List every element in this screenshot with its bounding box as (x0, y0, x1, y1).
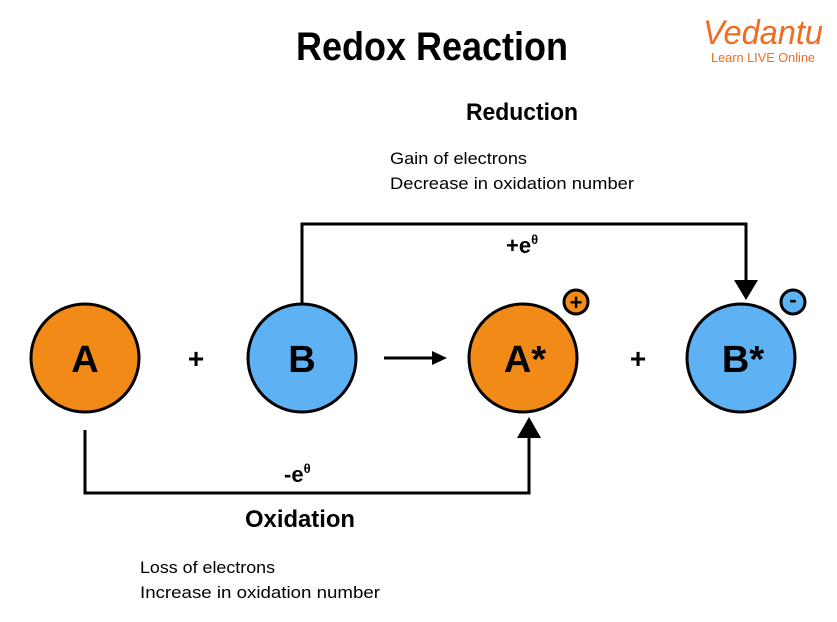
svg-text:B: B (288, 339, 315, 381)
oxidation-arrow (83, 417, 541, 495)
svg-text:A*: A* (504, 339, 546, 381)
positive-charge-badge: + (562, 288, 590, 316)
svg-text:Vedantu: Vedantu (703, 14, 823, 52)
svg-text:A: A (71, 339, 98, 381)
reduction-electron: +eθ (506, 232, 538, 258)
species-b-star: B* (685, 302, 797, 414)
species-b: B (246, 302, 358, 414)
reduction-title: Reduction (466, 99, 578, 126)
oxidation-electron: -eθ (284, 461, 311, 487)
species-a: A (29, 302, 141, 414)
negative-charge-badge: - (779, 287, 807, 316)
reduction-desc-2: Decrease in oxidation number (390, 174, 634, 193)
reduction-arrow (300, 222, 758, 304)
vedantu-logo: Vedantu Learn LIVE Online (703, 14, 823, 65)
svg-text:+: + (570, 290, 583, 315)
oxidation-desc-2: Increase in oxidation number (140, 583, 380, 602)
plus-operator: + (630, 343, 646, 374)
plus-operator: + (188, 343, 204, 374)
svg-text:Learn LIVE Online: Learn LIVE Online (711, 50, 815, 65)
page-title: Redox Reaction (296, 25, 568, 69)
species-a-star: A* (467, 302, 579, 414)
oxidation-desc-1: Loss of electrons (140, 558, 275, 577)
reduction-desc-1: Gain of electrons (390, 149, 527, 168)
oxidation-title: Oxidation (245, 506, 355, 533)
svg-text:B*: B* (722, 339, 764, 381)
reaction-arrow (384, 351, 447, 365)
svg-text:-: - (789, 287, 796, 312)
